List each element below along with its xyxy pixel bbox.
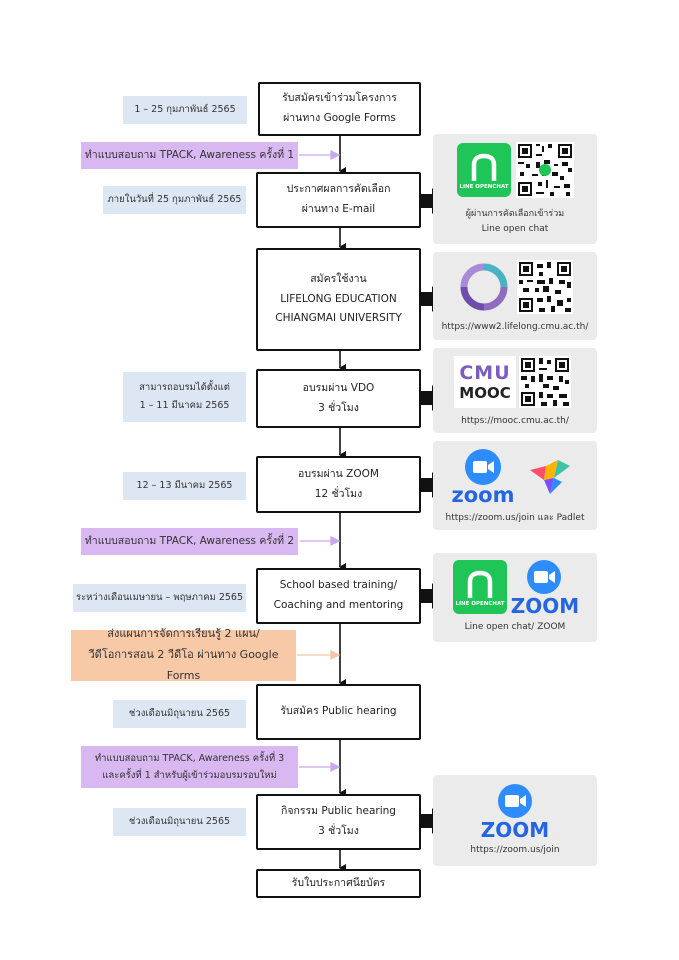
- qr-code-icon: [517, 260, 573, 314]
- qr-code-icon: [516, 142, 574, 198]
- survey-line: ทำแบบสอบถาม TPACK, Awareness ครั้งที่ 2: [84, 534, 295, 547]
- date-box: ช่วงเดือนมิถุนายน 2565: [113, 808, 246, 836]
- date-box: สามารถอบรมได้ตั้งแต่ 1 – 11 มีนาคม 2565: [123, 372, 246, 422]
- step-public-hearing-apply: รับสมัคร Public hearing: [256, 684, 421, 740]
- resource-caption: https://mooc.cmu.ac.th/: [461, 416, 569, 426]
- step-school-training: School based training/ Coaching and ment…: [256, 568, 421, 624]
- zoom-wordmark: zoom: [451, 483, 515, 507]
- date-line: 1 – 11 มีนาคม 2565: [139, 400, 230, 411]
- padlet-logo-icon: [528, 458, 572, 498]
- logo-text: CMU: [459, 362, 511, 384]
- step-line: CHIANGMAI UNIVERSITY: [275, 312, 402, 325]
- resource-panel-lifelong: https://www2.lifelong.cmu.ac.th/: [433, 252, 597, 340]
- step-line: สมัครใช้งาน: [310, 272, 367, 285]
- resource-caption: https://zoom.us/join และ Padlet: [445, 513, 585, 523]
- logo-text: MOOC: [459, 384, 511, 402]
- resource-panel-zoom-join: ZOOM https://zoom.us/join: [433, 775, 597, 866]
- step-line: ประกาศผลการคัดเลือก: [286, 183, 391, 196]
- step-zoom-training: อบรมผ่าน ZOOM 12 ชั่วโมง: [256, 456, 421, 513]
- resource-panel-cmu-mooc: CMU MOOC https://mooc.cmu.ac.th/: [433, 348, 597, 433]
- qr-code-icon: [519, 356, 571, 408]
- step-line: School based training/: [279, 579, 398, 592]
- date-box: ระหว่างเดือนเมษายน – พฤษภาคม 2565: [73, 584, 246, 612]
- zoom-wordmark: ZOOM: [480, 818, 550, 842]
- step-certificate: รับใบประกาศนียบัตร: [256, 869, 421, 898]
- survey-box: ทำแบบสอบถาม TPACK, Awareness ครั้งที่ 3 …: [81, 746, 298, 788]
- step-line: ผ่านทาง Google Forms: [283, 112, 396, 124]
- step-line: รับใบประกาศนียบัตร: [291, 876, 386, 889]
- step-line: 12 ชั่วโมง: [314, 487, 363, 500]
- zoom-wordmark: ZOOM: [510, 594, 580, 618]
- step-announce: ประกาศผลการคัดเลือก ผ่านทาง E-mail: [256, 172, 421, 228]
- survey-box: ทำแบบสอบถาม TPACK, Awareness ครั้งที่ 1: [81, 142, 298, 169]
- logo-text: LINE OPENCHAT: [459, 184, 509, 190]
- step-line: Coaching and mentoring: [273, 599, 404, 611]
- step-public-hearing: กิจกรรม Public hearing 3 ชั่วโมง: [256, 794, 421, 850]
- step-line: รับสมัครเข้าร่วมโครงการ: [282, 92, 397, 105]
- date-line: ภายในวันที่ 25 กุมภาพันธ์ 2565: [107, 193, 242, 205]
- chat-bubble-icon: [471, 153, 497, 181]
- thick-arrow-1: [421, 188, 444, 214]
- resource-panel-zoom-padlet: zoom https://zoom.us/join และ Padlet: [433, 441, 597, 530]
- submission-line: วีดีโอการสอน 2 วีดีโอ ผ่านทาง Google For…: [88, 648, 279, 682]
- thick-arrow-3: [421, 385, 444, 411]
- resource-caption: ผู้ผ่านการคัดเลือกเข้าร่วม: [465, 209, 565, 219]
- line-openchat-logo: LINE OPENCHAT: [457, 143, 511, 197]
- step-line: 3 ชั่วโมง: [318, 401, 359, 414]
- date-box: ช่วงเดือนมิถุนายน 2565: [113, 700, 246, 728]
- thick-arrow-2: [421, 286, 444, 312]
- step-line: กิจกรรม Public hearing: [281, 805, 396, 818]
- resource-caption: Line open chat/ ZOOM: [464, 622, 566, 632]
- resource-panel-line-openchat: LINE OPENCHAT ผู้ผ่านการคัดเลือกเข้าร่วม…: [433, 134, 597, 244]
- date-line: ระหว่างเดือนเมษายน – พฤษภาคม 2565: [75, 591, 244, 603]
- date-line: สามารถอบรมได้ตั้งแต่: [139, 381, 230, 393]
- date-line: ช่วงเดือนมิถุนายน 2565: [128, 815, 231, 827]
- chat-bubble-icon: [467, 570, 493, 598]
- date-line: 1 – 25 กุมภาพันธ์ 2565: [134, 103, 236, 115]
- step-register-lifelong: สมัครใช้งาน LIFELONG EDUCATION CHIANGMAI…: [256, 248, 421, 351]
- zoom-camera-icon: [464, 448, 502, 486]
- step-line: อบรมผ่าน ZOOM: [298, 467, 379, 480]
- step-line: LIFELONG EDUCATION: [280, 292, 397, 305]
- step-line: อบรมผ่าน VDO: [302, 381, 375, 394]
- thick-arrow-4: [421, 472, 444, 498]
- step-vdo-training: อบรมผ่าน VDO 3 ชั่วโมง: [256, 369, 421, 428]
- lifelong-logo-icon: [459, 262, 509, 312]
- date-box: ภายในวันที่ 25 กุมภาพันธ์ 2565: [103, 186, 246, 214]
- step-line: รับสมัคร Public hearing: [280, 705, 397, 718]
- thick-arrow-6: [421, 808, 444, 834]
- step-apply: รับสมัครเข้าร่วมโครงการ ผ่านทาง Google F…: [258, 82, 421, 136]
- zoom-camera-icon: [497, 783, 533, 819]
- survey-box: ทำแบบสอบถาม TPACK, Awareness ครั้งที่ 2: [81, 528, 298, 555]
- resource-caption: https://zoom.us/join: [470, 845, 560, 855]
- date-box: 12 – 13 มีนาคม 2565: [123, 472, 246, 500]
- zoom-camera-icon: [526, 559, 562, 595]
- step-line: ผ่านทาง E-mail: [301, 203, 376, 215]
- submission-box: ส่งแผนการจัดการเรียนรู้ 2 แผน/ วีดีโอการ…: [71, 627, 296, 682]
- line-openchat-logo: LINE OPENCHAT: [453, 560, 507, 614]
- date-line: 12 – 13 มีนาคม 2565: [136, 479, 233, 491]
- date-line: ช่วงเดือนมิถุนายน 2565: [128, 707, 231, 719]
- step-line: 3 ชั่วโมง: [318, 825, 359, 837]
- resource-caption: https://www2.lifelong.cmu.ac.th/: [441, 322, 589, 332]
- thick-arrow-5: [421, 583, 444, 609]
- submission-line: ส่งแผนการจัดการเรียนรู้ 2 แผน/: [107, 627, 260, 641]
- date-box: 1 – 25 กุมภาพันธ์ 2565: [123, 96, 247, 124]
- survey-line: ทำแบบสอบถาม TPACK, Awareness ครั้งที่ 3: [94, 752, 285, 764]
- logo-text: LINE OPENCHAT: [455, 601, 505, 607]
- survey-line: และครั้งที่ 1 สำหรับผู้เข้าร่วมอบรมรอบให…: [102, 770, 277, 781]
- cmu-mooc-logo: CMU MOOC: [454, 356, 516, 408]
- resource-panel-line-zoom: LINE OPENCHAT ZOOM Line open chat/ ZOOM: [433, 553, 597, 642]
- survey-line: ทำแบบสอบถาม TPACK, Awareness ครั้งที่ 1: [84, 148, 295, 161]
- resource-caption: Line open chat: [481, 224, 549, 234]
